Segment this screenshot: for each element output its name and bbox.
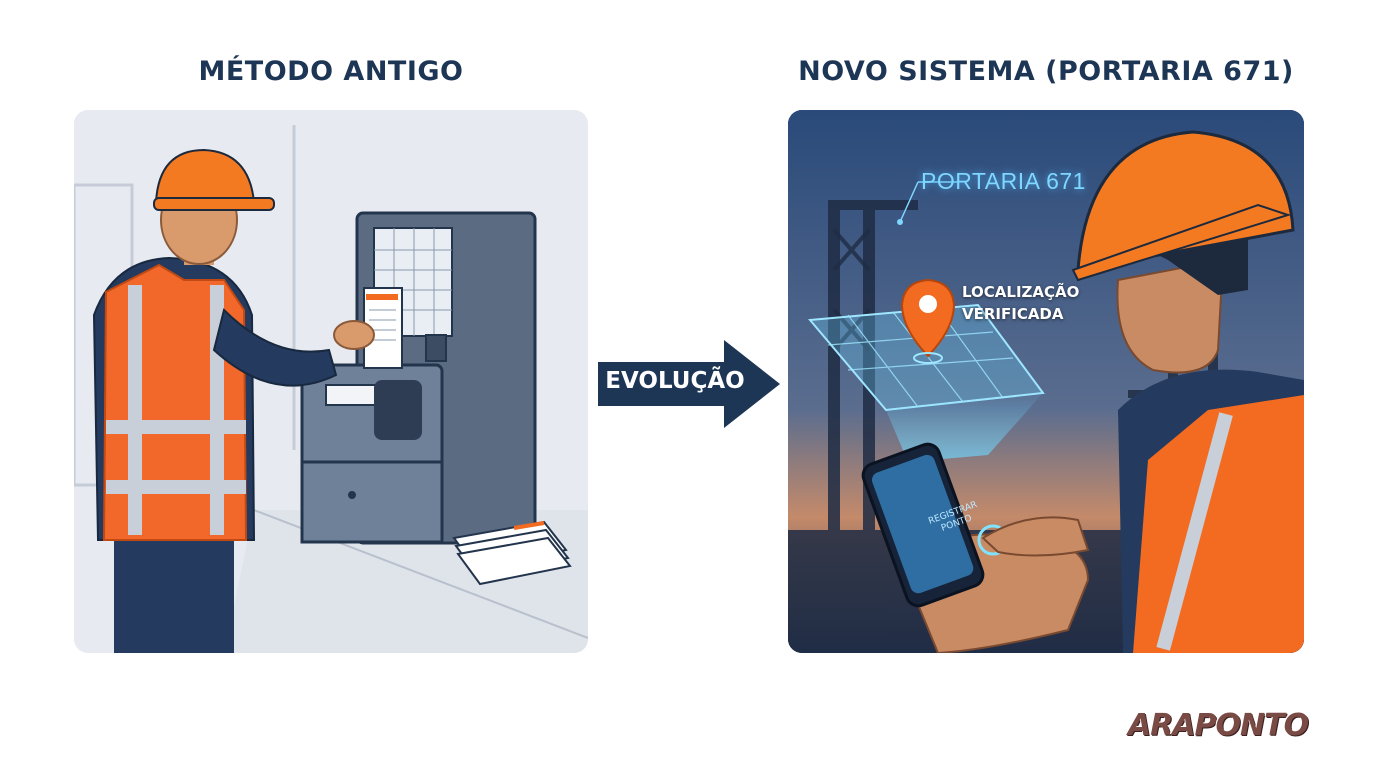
old-method-scene — [74, 110, 588, 653]
brand-logo-text: ARAPONTO — [1128, 708, 1309, 743]
worker-new — [1071, 130, 1304, 653]
time-cards-stack — [452, 520, 572, 586]
punch-clock — [300, 211, 537, 545]
old-method-illustration — [74, 110, 588, 653]
evolution-label: EVOLUÇÃO — [605, 368, 745, 394]
new-system-illustration: REGISTRAR PONTO — [788, 110, 1304, 653]
worker-old — [92, 148, 375, 653]
new-system-scene — [788, 110, 1304, 653]
location-pin-icon — [900, 278, 956, 364]
new-system-title: NOVO SISTEMA (PORTARIA 671) — [798, 56, 1294, 87]
brand-logo: ARAPONTO — [1128, 708, 1309, 743]
smartphone — [861, 442, 1090, 653]
evolution-arrow — [598, 340, 780, 428]
location-verified-label: LOCALIZAÇÃO VERIFICADA — [962, 283, 1080, 323]
hud-portaria-label: PORTARIA 671 — [921, 168, 1086, 194]
old-method-title: MÉTODO ANTIGO — [198, 56, 464, 87]
